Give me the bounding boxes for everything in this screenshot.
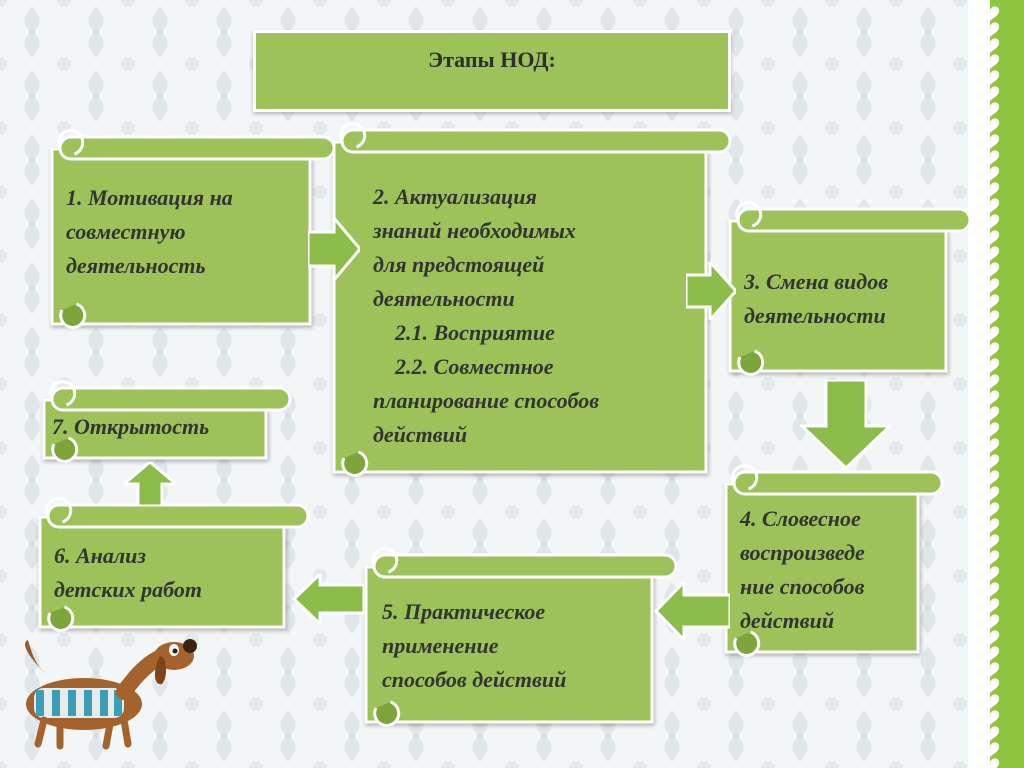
heart-stripe: [968, 0, 1024, 768]
scroll-shape: [38, 497, 310, 632]
title-box: Этапы НОД:: [253, 30, 731, 112]
arrow-up-6-to-7: [124, 462, 176, 506]
diagram-title: Этапы НОД:: [428, 47, 556, 72]
scroll-shape: [728, 201, 972, 376]
scroll-shape: [364, 547, 678, 727]
scroll-shape: [42, 380, 292, 463]
dachshund-dog-icon: [25, 639, 197, 750]
step-7-text: 7. Открытость: [52, 414, 210, 439]
scroll-shape: [724, 464, 944, 657]
scroll-shape: [332, 122, 732, 477]
arrow-right-2-to-3: [686, 262, 736, 320]
arrow-down-3-to-4: [800, 380, 892, 470]
arrow-left-5-to-6: [292, 574, 364, 624]
step-7-card: 7. Открытость: [30, 380, 292, 464]
arrow-right-1-to-2: [308, 218, 360, 280]
arrow-left-4-to-5: [654, 582, 730, 640]
